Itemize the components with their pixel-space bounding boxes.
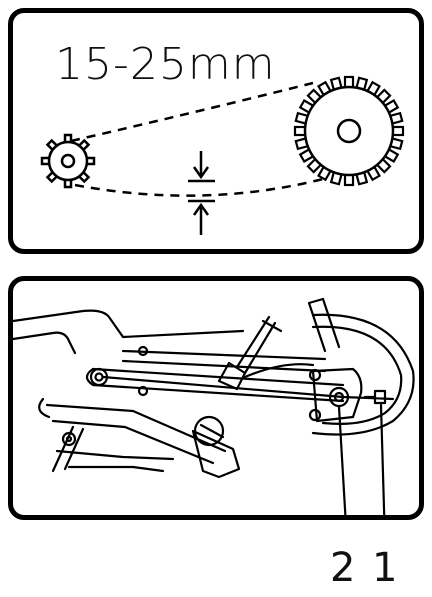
pedal — [191, 429, 241, 479]
chain-adjuster-panel — [8, 276, 424, 520]
seat-stay — [307, 297, 341, 353]
callout-line-1 — [379, 403, 386, 515]
chain-slack-drawing — [40, 75, 405, 235]
rear-frame-drawing — [13, 297, 415, 515]
large-chainring-icon — [293, 75, 405, 187]
chain-slack-measurement-label: 15-25mm — [55, 39, 276, 90]
callout-number-2: 2 — [330, 545, 356, 591]
callout-line-2 — [337, 405, 347, 515]
kickstand — [51, 425, 85, 473]
chainguard-outline — [311, 313, 415, 436]
arrow-up-icon — [192, 202, 210, 235]
small-sprocket-icon — [40, 133, 96, 189]
chain-upper-run — [70, 81, 314, 143]
frame-upper-left — [13, 309, 245, 339]
callout-number-1: 1 — [372, 545, 398, 591]
chain-slack-panel: 15-25mm — [8, 8, 424, 254]
axle-plate — [311, 367, 363, 423]
chain-stay-lower — [91, 383, 345, 403]
adjuster-bolt-icon — [363, 389, 387, 405]
frame-bolt-left — [89, 367, 109, 387]
chain-lower-run — [74, 177, 324, 197]
arrow-down-icon — [192, 151, 210, 180]
pump-body — [217, 361, 247, 391]
chain-stay-upper — [91, 367, 345, 387]
